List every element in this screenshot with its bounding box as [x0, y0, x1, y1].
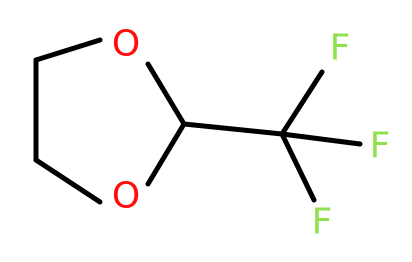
atom-f2-label: F: [370, 126, 391, 167]
bond-c3-f2: [279, 131, 363, 147]
bond-o1-c2: [145, 61, 187, 127]
atoms-layer: O O F F F: [112, 24, 391, 243]
bond-c4-o1: [33, 37, 103, 63]
bonds-layer: [33, 37, 363, 205]
bond-c2-c3: [181, 121, 285, 137]
atom-o1-label: O: [112, 24, 140, 65]
bond-o2-c5: [33, 157, 103, 205]
atom-f3-label: F: [312, 202, 333, 243]
bond-c3-f3: [279, 131, 317, 203]
bond-c2-o2: [145, 121, 187, 187]
bond-c3-f1: [279, 69, 325, 137]
atom-f1-label: F: [330, 28, 351, 69]
atom-o2-label: O: [112, 176, 140, 217]
